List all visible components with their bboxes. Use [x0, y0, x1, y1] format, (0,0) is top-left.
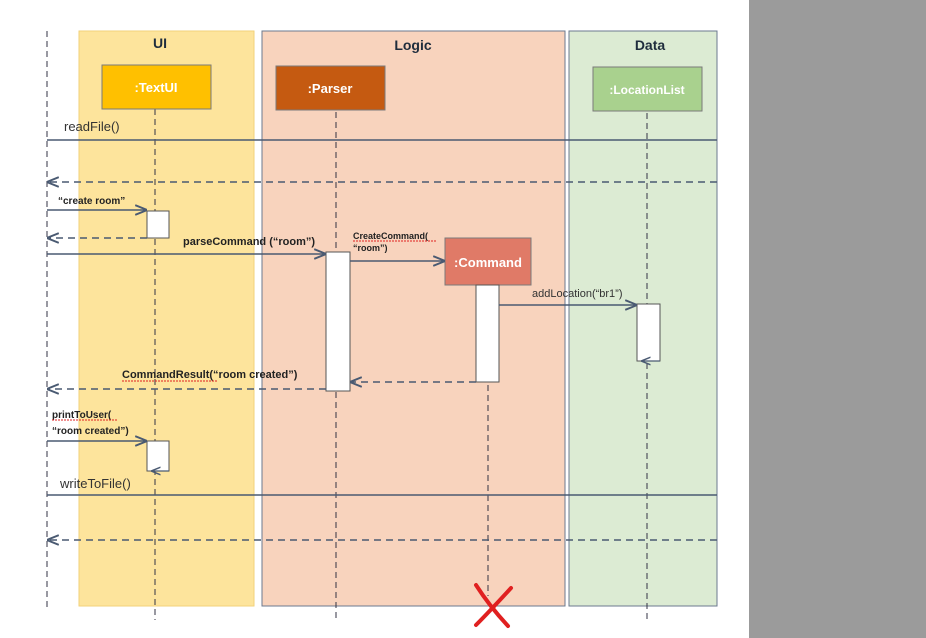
lane-title-ui: UI	[153, 35, 167, 51]
message-readfile-label: readFile()	[64, 119, 120, 134]
message-parse-command-label: parseCommand (“room”)	[183, 236, 315, 248]
participant-locationlist-label: :LocationList	[609, 83, 684, 97]
message-create-command-label-line1: CreateCommand(	[353, 231, 428, 241]
lane-title-logic: Logic	[394, 37, 432, 53]
message-create-room-label: “create room”	[58, 196, 125, 207]
participant-textui	[101, 64, 212, 110]
message-print-to-user-label-line2: “room created”)	[52, 426, 129, 437]
message-add-location-label: addLocation(“br1”)	[532, 288, 623, 300]
side-panel	[749, 0, 926, 638]
participant-textui-label: :TextUI	[134, 80, 177, 95]
destroy-mark-icon	[474, 583, 513, 628]
activation-command	[475, 284, 500, 383]
lane-title-data: Data	[635, 37, 666, 53]
message-command-result-label: CommandResult(“room created”)	[122, 369, 298, 381]
activation-locationlist	[636, 303, 661, 362]
participant-parser	[275, 65, 386, 111]
activation-parser	[325, 251, 351, 392]
activation-textui-1	[146, 210, 170, 239]
participant-command	[444, 237, 532, 286]
participant-parser-label: :Parser	[308, 81, 353, 96]
activation-textui-2	[146, 440, 170, 472]
message-create-command-label-line2: “room”)	[353, 243, 388, 253]
message-print-to-user-label-line1: printToUser(	[52, 410, 112, 421]
participant-locationlist	[592, 66, 703, 112]
lane-logic	[261, 30, 566, 607]
lane-ui	[78, 30, 255, 607]
participant-command-label: :Command	[454, 255, 522, 270]
message-write-to-file-label: writeToFile()	[59, 476, 131, 491]
